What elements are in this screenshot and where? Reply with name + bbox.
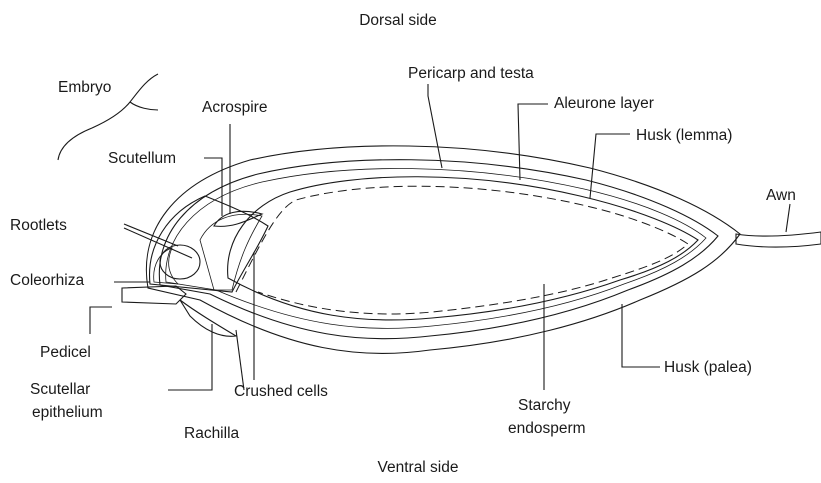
label-rootlets: Rootlets <box>10 217 67 234</box>
crushed-cells-boundary <box>236 186 688 314</box>
label-acrospire: Acrospire <box>202 99 267 116</box>
label-coleorhiza: Coleorhiza <box>10 272 84 289</box>
rachilla-shape <box>180 300 236 336</box>
label-embryo: Embryo <box>58 79 111 96</box>
label-husk-lemma: Husk (lemma) <box>636 127 732 144</box>
label-ventral-side: Ventral side <box>378 459 459 476</box>
label-starchy: Starchy <box>518 397 571 414</box>
label-endosperm: endosperm <box>508 420 586 437</box>
label-scutellum: Scutellum <box>108 150 176 167</box>
label-pedicel: Pedicel <box>40 344 91 361</box>
aleurone-layer <box>166 169 706 329</box>
awn-shape <box>736 232 821 247</box>
label-awn: Awn <box>766 187 796 204</box>
label-pericarp-and-testa: Pericarp and testa <box>408 65 534 82</box>
label-dorsal-side: Dorsal side <box>359 12 437 29</box>
label-aleurone-layer: Aleurone layer <box>554 95 654 112</box>
label-husk-palea: Husk (palea) <box>664 359 752 376</box>
label-epithelium: epithelium <box>32 404 103 421</box>
rootlet-shape <box>160 245 200 279</box>
label-scutellar: Scutellar <box>30 381 90 398</box>
label-rachilla: Rachilla <box>184 425 240 442</box>
label-crushed-cells: Crushed cells <box>234 383 328 400</box>
endosperm <box>228 177 698 320</box>
